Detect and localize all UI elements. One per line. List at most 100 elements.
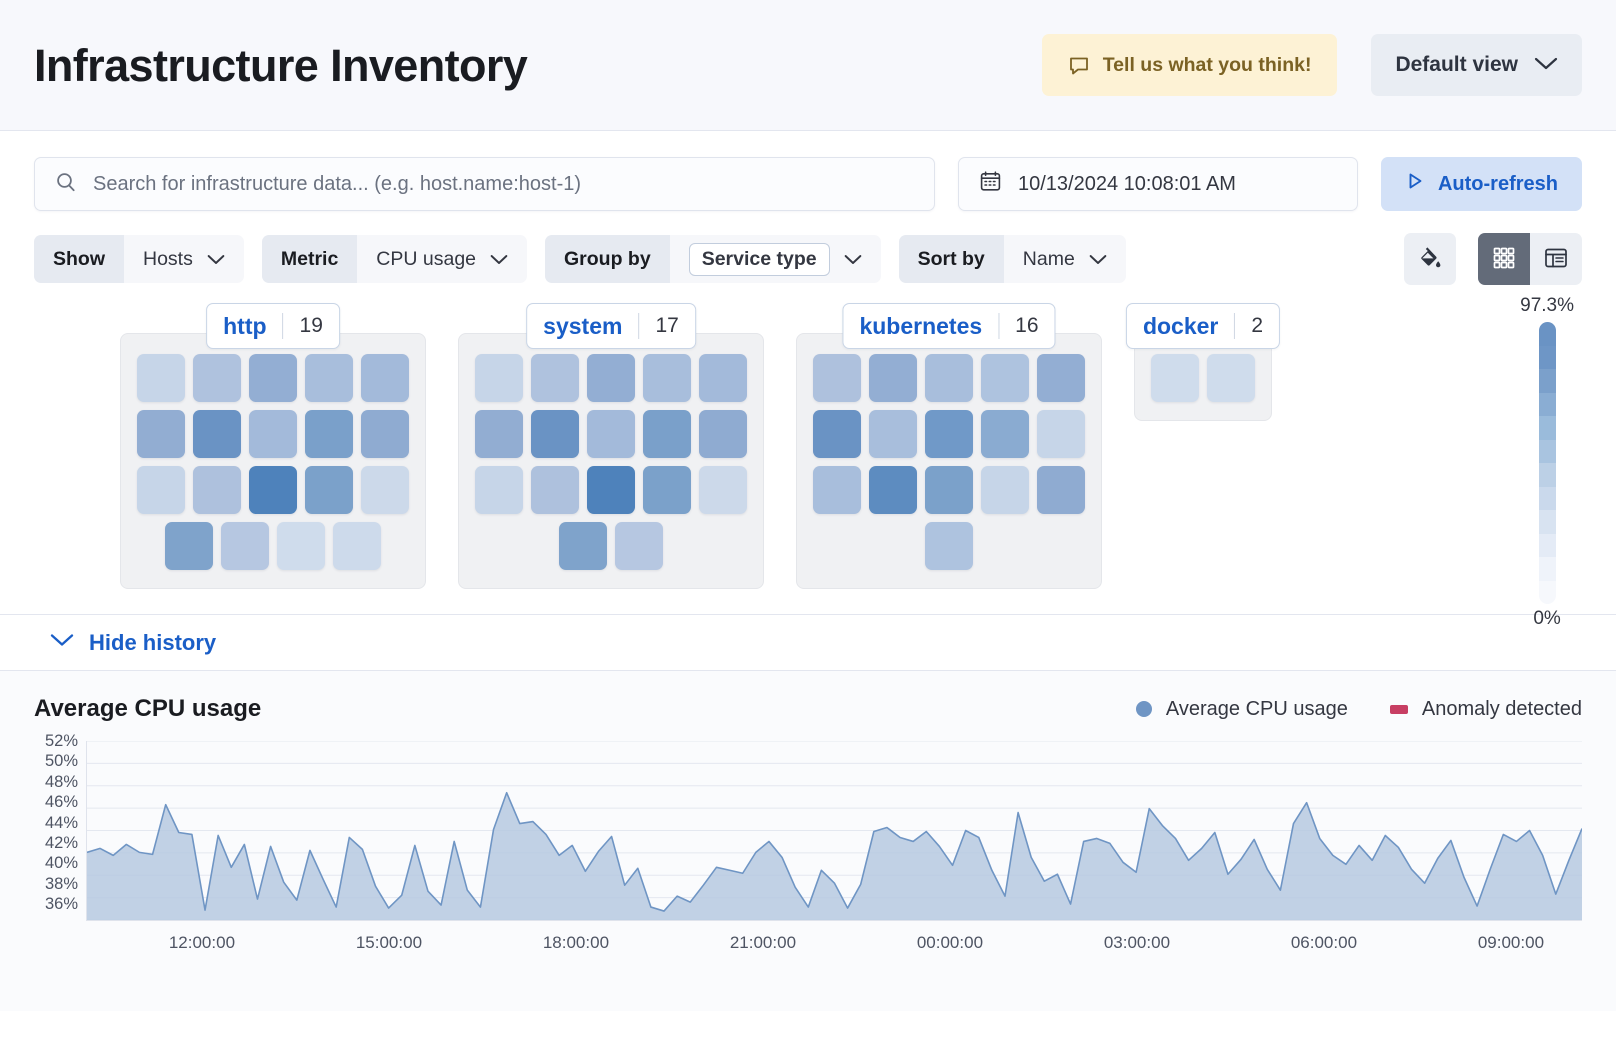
host-tile[interactable] [475, 354, 523, 402]
host-tile[interactable] [813, 410, 861, 458]
host-tile[interactable] [193, 466, 241, 514]
legend-item-average-cpu-usage[interactable]: Average CPU usage [1135, 697, 1348, 721]
host-tile[interactable] [587, 410, 635, 458]
chevron-down-icon [844, 248, 862, 271]
host-tile[interactable] [193, 354, 241, 402]
auto-refresh-button[interactable]: Auto-refresh [1380, 157, 1582, 211]
host-tile[interactable] [813, 354, 861, 402]
host-tile[interactable] [137, 354, 185, 402]
y-axis-tick: 44% [44, 813, 78, 832]
host-tile[interactable] [165, 522, 213, 570]
table-view-button[interactable] [1530, 233, 1582, 285]
legend-item-label: Average CPU usage [1165, 697, 1348, 720]
hide-history-toggle[interactable]: Hide history [0, 615, 1616, 671]
filter-metric: Metric CPU usage [261, 235, 528, 283]
host-tile[interactable] [1151, 354, 1199, 402]
legend-item-anomaly-detected[interactable]: Anomaly detected [1389, 698, 1582, 721]
host-tile[interactable] [1037, 354, 1085, 402]
host-tile[interactable] [699, 410, 747, 458]
host-tile[interactable] [137, 466, 185, 514]
host-tile[interactable] [925, 466, 973, 514]
host-tile[interactable] [361, 410, 409, 458]
host-tile[interactable] [1037, 466, 1085, 514]
host-tile[interactable] [531, 410, 579, 458]
toolbar-filter-row: Show Hosts Metric CPU usage Group by Ser… [34, 233, 1582, 285]
filter-show-value[interactable]: Hosts [124, 235, 244, 283]
y-axis-tick: 40% [44, 854, 78, 873]
color-legend-min-label: 0% [1533, 608, 1561, 629]
y-axis-tick: 42% [44, 833, 78, 852]
host-tile[interactable] [587, 354, 635, 402]
host-tile[interactable] [221, 522, 269, 570]
host-tile[interactable] [643, 354, 691, 402]
waffle-row [137, 410, 409, 458]
date-picker[interactable]: 10/13/2024 10:08:01 AM [957, 157, 1358, 211]
host-tile[interactable] [869, 410, 917, 458]
host-tile[interactable] [305, 410, 353, 458]
host-tile[interactable] [981, 410, 1029, 458]
host-tile[interactable] [587, 466, 635, 514]
y-axis-tick: 52% [44, 732, 78, 750]
host-tile[interactable] [361, 466, 409, 514]
legend-palette-button[interactable] [1404, 233, 1456, 285]
host-tile[interactable] [193, 410, 241, 458]
host-tile[interactable] [333, 522, 381, 570]
host-tile[interactable] [981, 466, 1029, 514]
waffle-map-view-button[interactable] [1478, 233, 1530, 285]
chart-header: Average CPU usage Average CPU usage Anom… [34, 695, 1582, 723]
host-tile[interactable] [475, 466, 523, 514]
host-tile[interactable] [249, 410, 297, 458]
search-input[interactable] [91, 171, 914, 197]
host-tile[interactable] [813, 466, 861, 514]
group-count: 2 [1251, 314, 1264, 337]
host-tile[interactable] [305, 354, 353, 402]
host-tile[interactable] [699, 354, 747, 402]
filter-group-by: Group by Service type [545, 235, 881, 283]
hide-history-label: Hide history [89, 629, 217, 655]
comment-icon [1068, 54, 1090, 76]
host-tile[interactable] [559, 522, 607, 570]
host-tile[interactable] [643, 466, 691, 514]
waffle-grid-icon [1491, 245, 1517, 274]
host-tile[interactable] [925, 522, 973, 570]
host-tile[interactable] [475, 410, 523, 458]
host-tile[interactable] [305, 466, 353, 514]
host-tile[interactable] [531, 466, 579, 514]
host-tile[interactable] [1037, 410, 1085, 458]
filter-sort-by-value[interactable]: Name [1003, 235, 1126, 283]
x-axis-tick: 15:00:00 [355, 933, 423, 952]
color-legend-bar [1538, 322, 1556, 604]
host-tile[interactable] [615, 522, 663, 570]
filter-metric-value[interactable]: CPU usage [357, 235, 528, 283]
waffle-row [137, 354, 409, 402]
search-box[interactable] [34, 157, 935, 211]
host-tile[interactable] [643, 410, 691, 458]
host-tile[interactable] [361, 354, 409, 402]
host-tile[interactable] [699, 466, 747, 514]
filter-show-label: Show [34, 235, 124, 283]
host-tile[interactable] [869, 466, 917, 514]
feedback-button[interactable]: Tell us what you think! [1041, 34, 1338, 96]
host-tile[interactable] [137, 410, 185, 458]
filter-group-by-value[interactable]: Service type [669, 235, 881, 283]
host-tile[interactable] [925, 354, 973, 402]
host-tile[interactable] [249, 466, 297, 514]
host-tile[interactable] [981, 354, 1029, 402]
y-axis-labels: 52%50%48%46%44%42%40%38%36% [34, 732, 86, 914]
chart-plot-area[interactable] [86, 741, 1582, 921]
host-tile[interactable] [925, 410, 973, 458]
host-tile[interactable] [1207, 354, 1255, 402]
waffle-row [137, 466, 409, 514]
host-tile[interactable] [249, 354, 297, 402]
view-selector-button[interactable]: Default view [1371, 34, 1582, 96]
waffle-row [475, 466, 747, 514]
host-tile[interactable] [277, 522, 325, 570]
host-tile[interactable] [531, 354, 579, 402]
host-tile[interactable] [869, 354, 917, 402]
